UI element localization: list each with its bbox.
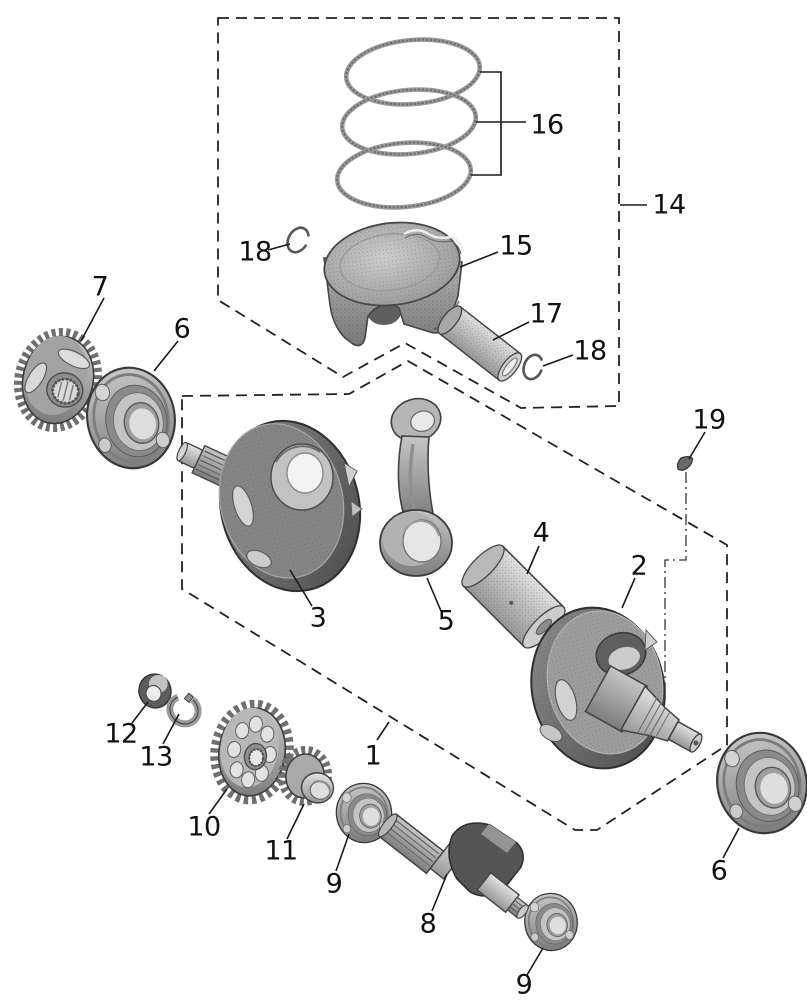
leader-line — [286, 803, 305, 840]
woodruff-key — [676, 455, 694, 471]
leader-line — [153, 340, 179, 372]
callout-12: 12 — [104, 718, 138, 750]
callout-11: 11 — [264, 835, 298, 867]
crank-pin — [461, 544, 566, 649]
callout-6-lower: 6 — [710, 855, 728, 887]
piston-ring-set — [334, 37, 483, 210]
callout-4: 4 — [532, 517, 550, 549]
callout-13: 13 — [139, 741, 173, 773]
callout-8: 8 — [419, 908, 437, 940]
pinion-gear — [277, 746, 335, 806]
leader-line — [267, 243, 291, 251]
leader-line — [335, 833, 350, 872]
balancer-gear — [210, 699, 294, 805]
piston — [323, 221, 465, 347]
leader-line — [426, 577, 442, 612]
callout-14: 14 — [652, 189, 686, 221]
crankshaft-left-half — [176, 419, 363, 593]
callout-9-right: 9 — [515, 969, 533, 1000]
leader-line — [688, 431, 706, 460]
piston-group-boundary — [217, 17, 620, 409]
callout-16: 16 — [530, 109, 564, 141]
primary-gear — [13, 327, 103, 433]
leader-line — [208, 788, 228, 815]
leader-line — [621, 577, 636, 609]
balancer-bearing-right — [520, 889, 582, 955]
piston-pin — [437, 305, 523, 382]
callout-9-left: 9 — [325, 868, 343, 900]
leader-line — [459, 251, 499, 268]
main-bearing-right — [706, 722, 807, 844]
piston-pin-clip-right — [522, 353, 544, 381]
leader-line — [526, 545, 540, 575]
callout-3: 3 — [309, 602, 327, 634]
piston-pin-clip-left — [286, 226, 310, 254]
callout-19: 19 — [692, 404, 726, 436]
leader-line — [376, 721, 390, 741]
crankshaft-right-half — [530, 606, 703, 770]
callout-1: 1 — [364, 740, 382, 772]
leader-line — [492, 321, 530, 341]
leader-lines — [80, 71, 740, 976]
balancer-nut — [138, 673, 172, 709]
connecting-rod — [379, 397, 453, 577]
callout-5: 5 — [437, 605, 455, 637]
callout-2: 2 — [630, 550, 648, 582]
leader-line — [722, 827, 740, 859]
leader-line — [289, 569, 313, 607]
callout-7: 7 — [91, 271, 109, 303]
callout-18-left: 18 — [238, 236, 272, 268]
callout-16-bracket — [471, 71, 502, 176]
callout-18-right: 18 — [573, 335, 607, 367]
callout-6-upper: 6 — [173, 313, 191, 345]
leader-line — [431, 873, 448, 912]
leader-line — [542, 354, 574, 367]
key-centerline — [664, 472, 687, 700]
callout-10: 10 — [187, 811, 221, 843]
leader-line — [526, 947, 544, 976]
leader-line — [162, 713, 180, 745]
callout-15: 15 — [499, 230, 533, 262]
crankshaft-group-boundary — [181, 359, 728, 831]
leader-line — [131, 701, 149, 724]
balancer-shaft — [377, 813, 529, 919]
callout-17: 17 — [529, 298, 563, 330]
leader-line — [80, 297, 105, 342]
